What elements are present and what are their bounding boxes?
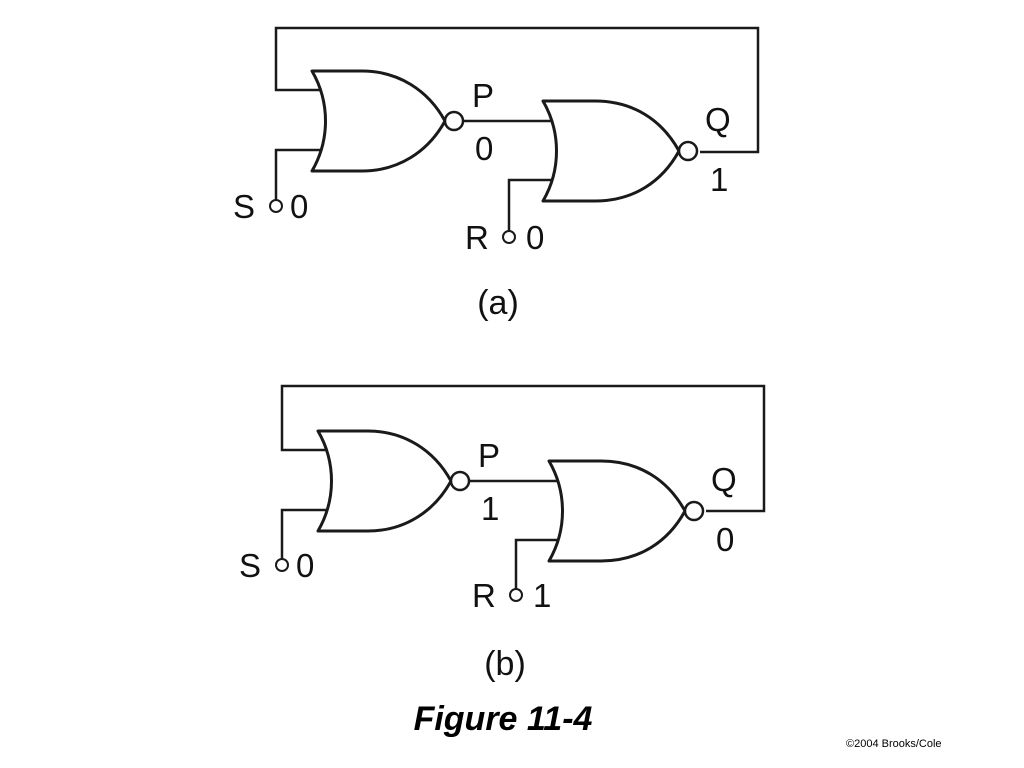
nor-gate-1-bubble — [443, 110, 465, 132]
s-terminal — [275, 558, 289, 572]
r-terminal — [509, 588, 523, 602]
nor-gate-1-bubble — [449, 470, 471, 492]
s-terminal — [269, 199, 283, 213]
s-value: 0 — [290, 188, 308, 225]
q-value: 0 — [716, 521, 734, 558]
panel-a: P 0 Q 1 S 0 R 0 (a) — [233, 26, 760, 322]
s-label: S — [239, 547, 261, 584]
r-value: 1 — [533, 577, 551, 614]
panel-caption: (a) — [477, 284, 519, 322]
feedback-wire — [274, 26, 760, 154]
nor-gate-2 — [541, 99, 681, 203]
p-value: 1 — [481, 490, 499, 527]
p-label: P — [478, 437, 500, 474]
r-label: R — [465, 219, 489, 256]
s-input-wire — [280, 508, 326, 559]
r-terminal — [502, 230, 516, 244]
r-input-wire — [514, 538, 558, 589]
panel-b: P 1 Q 0 S 0 R 1 (b) — [239, 384, 766, 683]
panel-caption: (b) — [484, 645, 526, 683]
nor-gate-1 — [316, 429, 453, 533]
q-label: Q — [711, 461, 737, 498]
p-value: 0 — [475, 130, 493, 167]
q-value: 1 — [710, 161, 728, 198]
nor-gate-2-bubble — [677, 140, 699, 162]
nor-gate-1 — [310, 69, 447, 173]
r-value: 0 — [526, 219, 544, 256]
p-label: P — [472, 77, 494, 114]
s-label: S — [233, 188, 255, 225]
s-input-wire — [274, 148, 320, 200]
q-label: Q — [705, 101, 731, 138]
nor-gate-2 — [547, 459, 687, 563]
feedback-wire — [280, 384, 766, 513]
copyright-notice: ©2004 Brooks/Cole — [846, 738, 942, 750]
s-value: 0 — [296, 547, 314, 584]
r-label: R — [472, 577, 496, 614]
nor-gate-2-bubble — [683, 500, 705, 522]
r-input-wire — [507, 178, 552, 231]
figure-title: Figure 11-4 — [413, 700, 593, 738]
